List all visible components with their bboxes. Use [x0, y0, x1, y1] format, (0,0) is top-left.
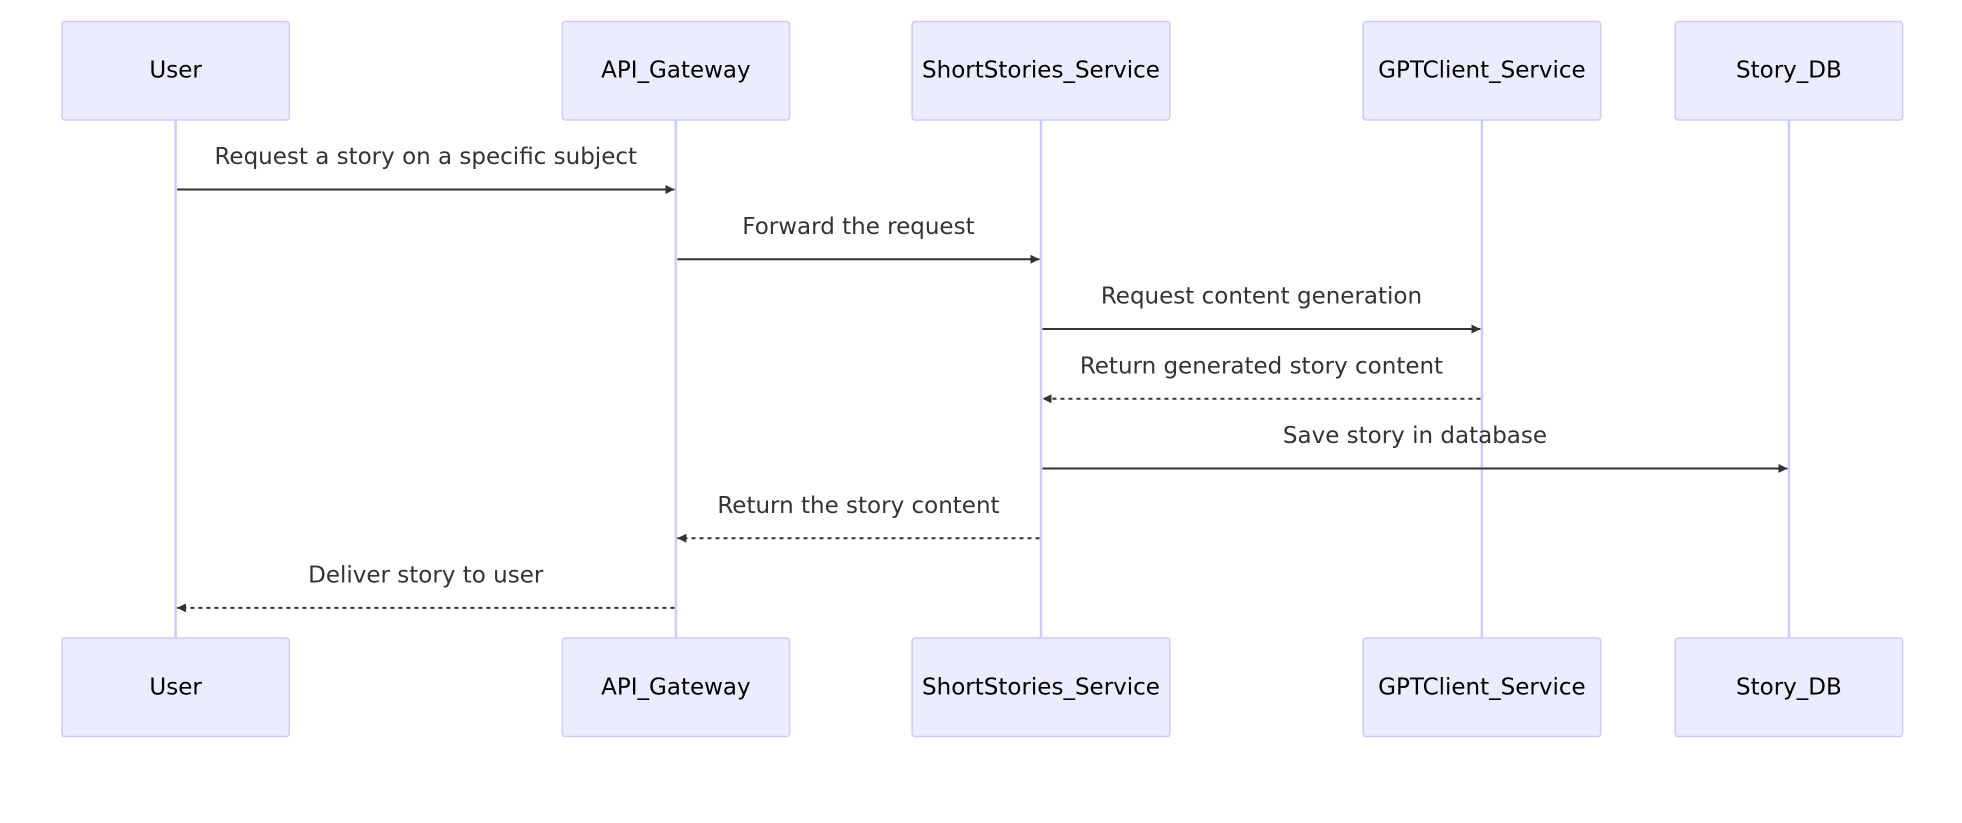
message-3: Request content generation: [1042, 284, 1481, 334]
message-label: Deliver story to user: [308, 563, 544, 589]
participant-shortstories-top: ShortStories_Service: [911, 20, 1171, 121]
participant-label: ShortStories_Service: [922, 674, 1160, 700]
participant-box: [561, 20, 791, 121]
participant-box: [1674, 637, 1904, 738]
messages: Request a story on a specific subjectFor…: [177, 144, 1788, 613]
participant-box: [911, 20, 1171, 121]
participant-label: Story_DB: [1736, 58, 1842, 84]
participant-box: [1362, 20, 1602, 121]
participant-label: GPTClient_Service: [1378, 674, 1585, 700]
participant-box: [911, 637, 1171, 738]
message-1: Request a story on a specific subject: [177, 144, 675, 195]
participant-db-top: Story_DB: [1674, 20, 1904, 121]
participant-label: Story_DB: [1736, 674, 1842, 700]
message-label: Return the story content: [717, 493, 999, 519]
message-label: Request content generation: [1101, 284, 1422, 310]
participant-label: API_Gateway: [601, 674, 751, 700]
participant-user-top: User: [61, 20, 291, 121]
lifelines: [174, 120, 1791, 638]
participant-api-top: API_Gateway: [561, 20, 791, 121]
participants-top: User API_Gateway ShortStories_Service GPTCl…: [61, 20, 1904, 121]
participant-label: User: [149, 674, 202, 700]
message-label: Return generated story content: [1080, 353, 1443, 379]
message-label: Request a story on a specific subject: [214, 144, 637, 170]
participant-label: ShortStories_Service: [922, 58, 1160, 84]
participants-bottom: User API_Gateway ShortStories_Service GPTCl…: [61, 637, 1904, 738]
participant-box: [61, 20, 291, 121]
participant-user-bottom: User: [61, 637, 291, 738]
participant-label: GPTClient_Service: [1378, 58, 1585, 84]
participant-box: [561, 637, 791, 738]
message-label: Forward the request: [742, 214, 974, 240]
participant-box: [1362, 637, 1602, 738]
participant-box: [1674, 20, 1904, 121]
message-5: Save story in database: [1042, 423, 1788, 473]
participant-gpt-top: GPTClient_Service: [1362, 20, 1602, 121]
message-label: Save story in database: [1283, 423, 1547, 449]
participant-gpt-bottom: GPTClient_Service: [1362, 637, 1602, 738]
message-6: Return the story content: [677, 493, 1040, 543]
message-2: Forward the request: [677, 214, 1040, 264]
participant-label: API_Gateway: [601, 58, 751, 84]
participant-shortstories-bottom: ShortStories_Service: [911, 637, 1171, 738]
participant-label: User: [149, 58, 202, 84]
message-4: Return generated story content: [1042, 353, 1481, 404]
participant-box: [61, 637, 291, 738]
participant-api-bottom: API_Gateway: [561, 637, 791, 738]
participant-db-bottom: Story_DB: [1674, 637, 1904, 738]
message-7: Deliver story to user: [177, 563, 675, 613]
